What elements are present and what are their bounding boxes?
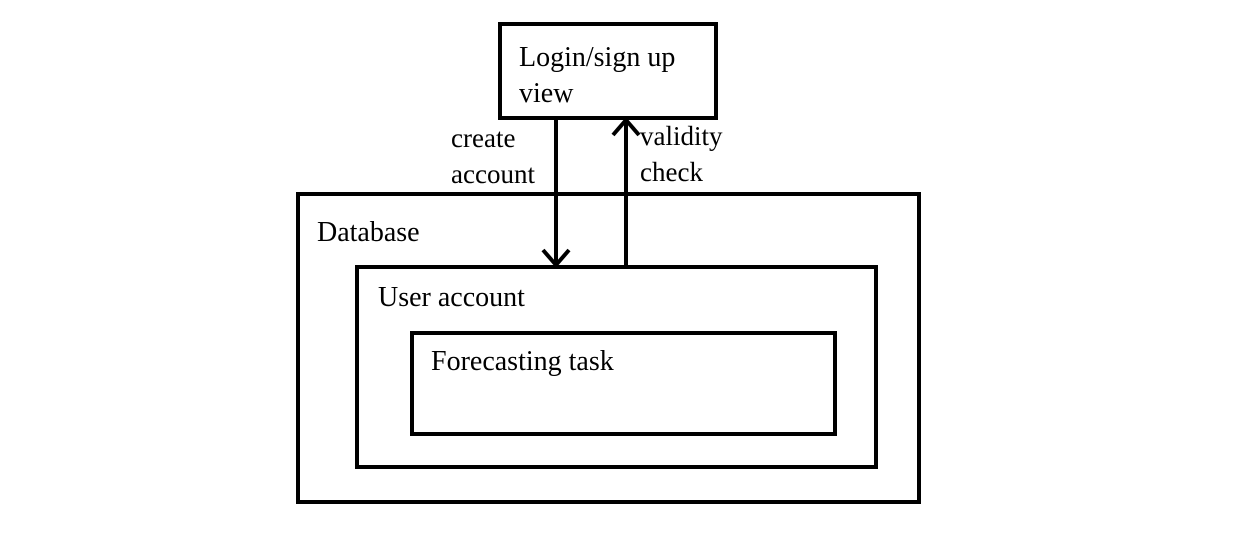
database-label: Database — [317, 217, 420, 248]
user-account-label: User account — [378, 282, 525, 313]
login-signup-view-box — [498, 22, 718, 120]
database-box — [296, 192, 921, 504]
validity-check-arrow-head — [611, 116, 641, 137]
validity-check-edge-label: validity check — [640, 121, 723, 187]
forecasting-task-label: Forecasting task — [431, 346, 614, 377]
forecasting-task-box — [410, 331, 837, 436]
login-signup-view-label: Login/sign up view — [519, 42, 676, 109]
user-account-box — [355, 265, 878, 469]
create-account-edge-label: create account — [451, 123, 535, 189]
